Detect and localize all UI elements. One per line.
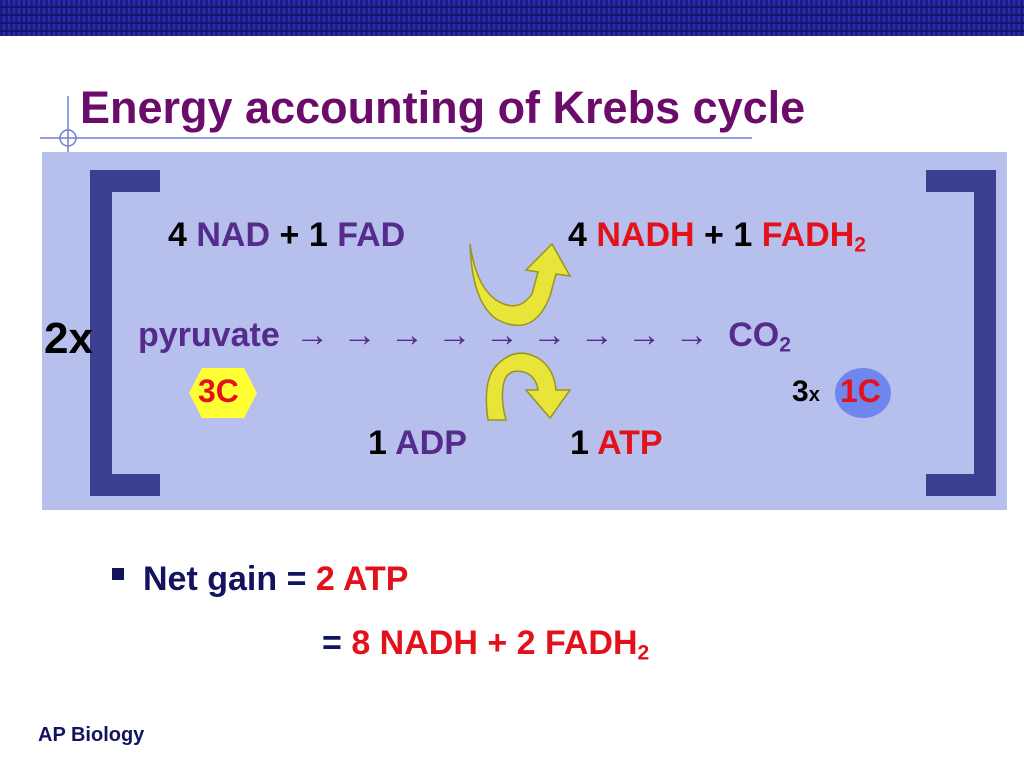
nadh-coefficient: 4 [568,216,587,254]
crosshair-decoration [40,96,752,156]
bullet-square-icon [112,568,124,580]
right-bracket [974,170,996,496]
co2-label: CO2 [728,316,791,357]
main-reaction: pyruvate → → → → → → → → → CO2 [138,316,791,357]
diagram-panel [42,152,1007,510]
atp-coefficient: 1 [570,424,589,462]
adp-to-atp-arrow-icon [485,352,572,421]
curved-arrows [469,242,572,421]
pyruvate-label: pyruvate [138,316,280,354]
plus-sign: + [704,216,724,254]
arrow-chain: → → → → → → → → → [295,316,711,354]
right-bracket-top [926,170,996,192]
three-carbon-label: 3C [198,373,239,409]
fadh2-label: FADH2 [761,216,867,257]
slide-title: Energy accounting of Krebs cycle [80,82,806,133]
nad-coefficient: 4 [168,216,187,254]
left-bracket-bottom [90,474,160,496]
left-bracket-top [90,170,160,192]
footer-label: AP Biology [38,724,145,746]
plus-sign: + [279,216,300,254]
multiplier-label: 2x [44,314,93,363]
nad-label: NAD [196,216,271,254]
one-carbon-label: 1C [840,373,881,409]
adp-reactant: 1 ADP [368,426,467,460]
fad-coefficient: 1 [308,216,328,254]
hexagon-icon [189,368,257,418]
top-decorative-band [0,0,1024,36]
net-gain-line-1: Net gain = 2 ATP [143,562,408,596]
carbon-circle-icon [835,368,891,418]
nad-to-nadh-arrow-icon [469,242,572,327]
fadh-coefficient: 1 [733,216,753,254]
product-top: 4 NADH + 1 FADH2 [568,216,867,257]
net-gain-atp: 2 ATP [315,560,409,598]
equals-sign: = [286,560,307,598]
net-gain-label: Net gain [143,560,278,598]
right-bracket-bottom [926,474,996,496]
adp-label: ADP [395,424,467,462]
equals-sign: = [322,624,342,662]
nadh-label: NADH [596,216,695,254]
atp-label: ATP [597,424,663,462]
adp-coefficient: 1 [368,424,387,462]
times-three-label: 3x [792,375,820,408]
net-gain-nadh-fadh2: 8 NADH + 2 FADH2 [351,624,650,665]
net-gain-line-2: = 8 NADH + 2 FADH2 [322,624,650,665]
left-bracket [90,170,112,496]
fad-label: FAD [337,216,406,254]
atp-product: 1 ATP [570,426,663,460]
reactant-top: 4 NAD + 1 FAD [168,218,405,252]
